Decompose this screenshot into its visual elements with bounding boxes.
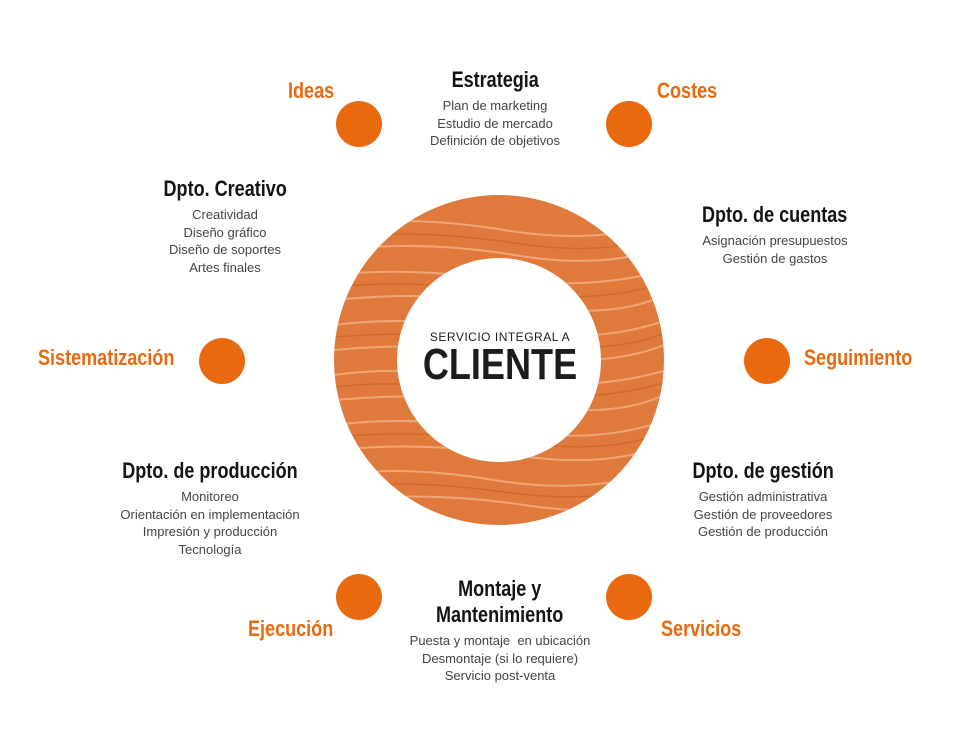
- cuentas-block: Dpto. de cuentas Asignación presupuestos…: [655, 202, 895, 267]
- creativo-item: Diseño gráfico: [183, 224, 267, 240]
- montaje-item: Puesta y montaje en ubicación: [409, 633, 591, 648]
- gestion-title: Dpto. de gestión: [692, 458, 834, 483]
- center-title: CLIENTE: [422, 340, 578, 389]
- servicios-dot: [606, 574, 652, 620]
- montaje-item: Desmontaje (si lo requiere): [421, 650, 579, 666]
- ejecucion-dot: [336, 574, 382, 620]
- estrategia-item: Plan de marketing: [442, 98, 548, 113]
- estrategia-item: Estudio de mercado: [437, 115, 553, 131]
- seguimiento-label: Seguimiento: [804, 345, 913, 370]
- ideas-label: Ideas: [288, 78, 335, 103]
- montaje-item: Servicio post-venta: [444, 668, 556, 683]
- costes-dot: [606, 101, 652, 147]
- produccion-item: Monitoreo: [181, 489, 239, 504]
- costes-label: Costes: [657, 78, 718, 103]
- estrategia-item: Definición de objetivos: [429, 133, 561, 148]
- creativo-block: Dpto. Creativo Creatividad Diseño gráfic…: [125, 176, 325, 276]
- produccion-item: Impresión y producción: [142, 524, 278, 539]
- creativo-title: Dpto. Creativo: [163, 176, 287, 201]
- produccion-title: Dpto. de producción: [122, 458, 298, 483]
- cuentas-item: Gestión de gastos: [722, 250, 828, 266]
- creativo-item: Creatividad: [192, 207, 258, 222]
- sistematizacion-dot: [199, 338, 245, 384]
- produccion-item: Tecnología: [178, 541, 242, 557]
- gestion-item: Gestión de producción: [697, 524, 829, 539]
- montaje-title-line1: Montaje y: [458, 576, 542, 601]
- produccion-item: Orientación en implementación: [120, 506, 300, 522]
- montaje-block: Montaje y Mantenimiento Puesta y montaje…: [378, 576, 622, 685]
- ideas-dot: [336, 101, 382, 147]
- gestion-item: Gestión de proveedores: [693, 506, 833, 522]
- montaje-title-line2: Mantenimiento: [436, 602, 564, 627]
- produccion-block: Dpto. de producción Monitoreo Orientació…: [80, 458, 340, 558]
- gestion-item: Gestión administrativa: [698, 489, 828, 504]
- creativo-item: Artes finales: [189, 259, 261, 275]
- sistematizacion-label: Sistematización: [38, 345, 175, 370]
- estrategia-title: Estrategia: [451, 67, 539, 92]
- estrategia-block: Estrategia Plan de marketing Estudio de …: [395, 67, 595, 150]
- cuentas-title: Dpto. de cuentas: [702, 202, 848, 227]
- cuentas-item: Asignación presupuestos: [702, 233, 848, 248]
- creativo-item: Diseño de soportes: [168, 242, 281, 257]
- ejecucion-label: Ejecución: [248, 616, 334, 641]
- seguimiento-dot: [744, 338, 790, 384]
- servicios-label: Servicios: [661, 616, 742, 641]
- center-subtitle: SERVICIO INTEGRAL A: [429, 330, 571, 344]
- gestion-block: Dpto. de gestión Gestión administrativa …: [648, 458, 878, 541]
